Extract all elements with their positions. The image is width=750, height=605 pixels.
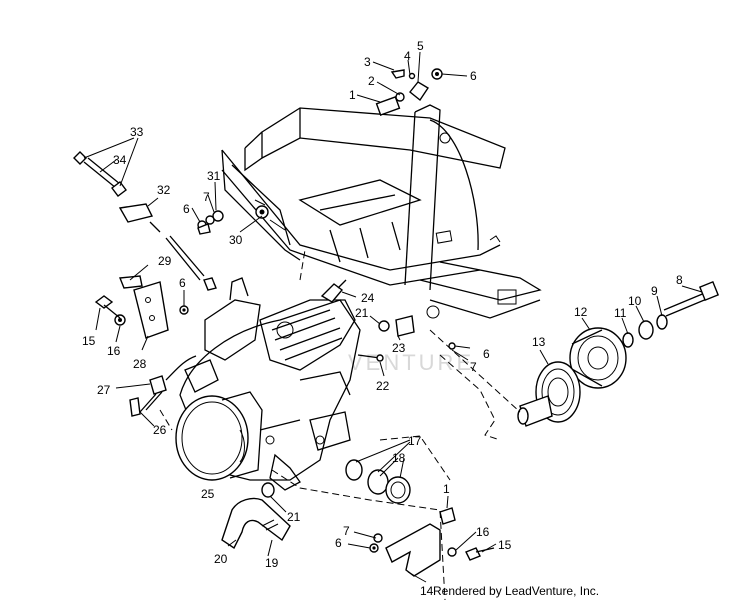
callout-30: 30 [229,233,243,247]
alignment-lines [159,249,521,601]
upper-mount-parts [375,68,443,116]
callout-21-upper: 21 [355,306,369,320]
callout-14: 14 [420,584,434,598]
callout-34: 34 [113,153,127,167]
callout-1-top: 1 [349,88,356,102]
callout-10: 10 [628,294,642,308]
watermark-text: VENTURE [348,350,474,375]
left-bracket-parts [94,275,189,339]
callout-32: 32 [157,183,171,197]
callout-31: 31 [207,169,221,183]
callout-7-right: 7 [470,360,477,374]
callout-3: 3 [364,55,371,69]
callout-23: 23 [392,341,406,355]
callout-27: 27 [97,383,111,397]
leader-lines [83,51,703,583]
callout-6-left: 6 [179,276,186,290]
callout-15-left: 15 [82,334,96,348]
callout-6-right: 6 [483,347,490,361]
callout-9: 9 [651,284,658,298]
callout-33: 33 [130,125,144,139]
lower-bracket-parts [369,507,495,577]
callout-4: 4 [404,49,411,63]
callout-2: 2 [368,74,375,88]
callout-22: 22 [376,379,390,393]
callout-26: 26 [153,423,167,437]
breather-parts [129,355,197,417]
callout-7-upper: 7 [203,190,210,204]
callout-11: 11 [614,306,627,320]
callout-20: 20 [214,552,228,566]
render-credit: Rendered by LeadVenture, Inc. [433,584,600,598]
callout-16-right: 16 [476,525,490,539]
callout-1-lower: 1 [443,482,450,496]
callout-13: 13 [532,335,546,349]
drive-clutch-assembly [517,280,720,427]
callout-7-lower: 7 [343,524,350,538]
callout-6-lower: 6 [335,536,342,550]
callout-12: 12 [574,305,588,319]
hose-parts [221,482,291,550]
callout-21-lower: 21 [287,510,301,524]
engine-assembly [175,277,361,491]
callout-24: 24 [361,291,375,305]
intake-boot-parts [345,459,411,504]
callout-15-right: 15 [498,538,512,552]
callout-17: 17 [408,434,422,448]
callout-8: 8 [676,273,683,287]
frame [221,104,542,319]
callout-6-top: 6 [470,69,477,83]
callout-19: 19 [265,556,279,570]
cable-parts [73,151,217,291]
switch-and-sleeve [320,279,456,362]
callout-5: 5 [417,39,424,53]
callout-29: 29 [158,254,172,268]
callout-28: 28 [133,357,147,371]
callout-16-left: 16 [107,344,121,358]
callout-18: 18 [392,451,406,465]
callout-25: 25 [201,487,215,501]
callout-labels: 1 2 3 4 5 6 33 34 31 7 6 32 30 29 6 24 2… [82,39,683,598]
stud-hardware [197,205,269,235]
callout-6-upper: 6 [183,202,190,216]
